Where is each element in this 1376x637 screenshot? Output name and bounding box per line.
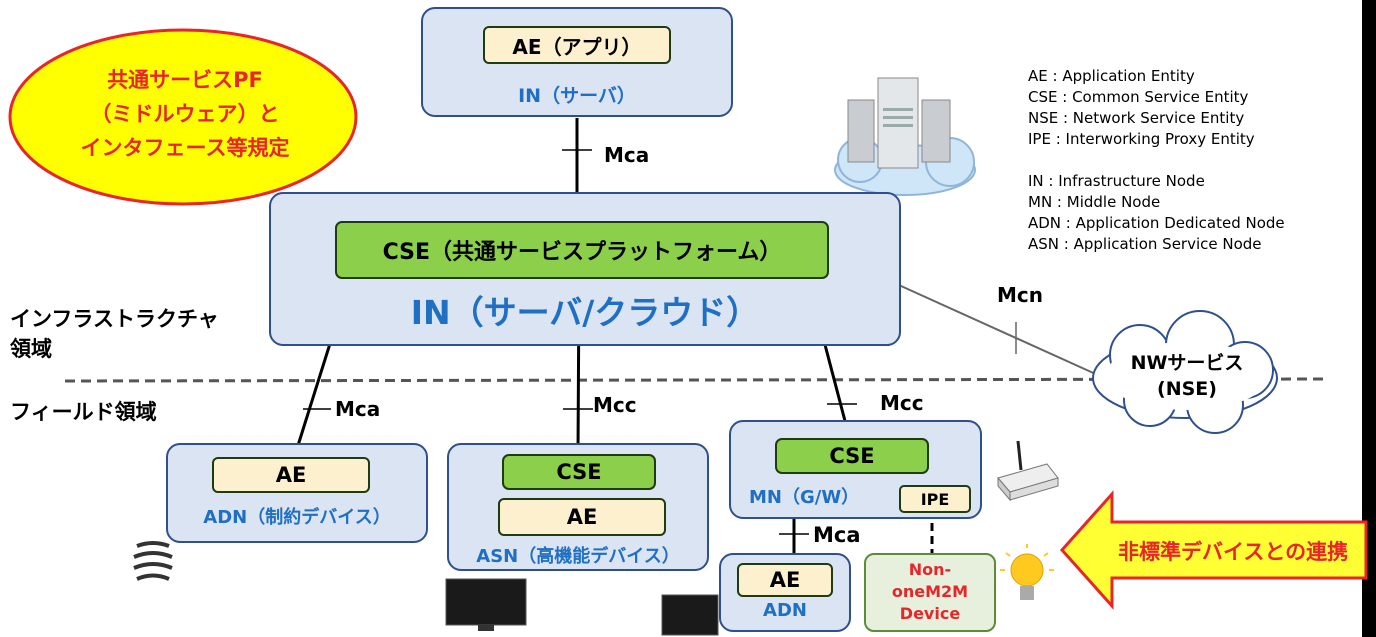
mca-top-label: Mca — [604, 143, 650, 167]
mn-node-label: MN（G/W） — [749, 487, 860, 508]
asn-node-label: ASN（高機能デバイス） — [476, 546, 680, 567]
non-onem2m-line-1: Non- — [908, 560, 952, 579]
callout-text: 共通サービスPF （ミドルウェア）と インタフェース等規定 — [40, 63, 330, 165]
server-right — [921, 99, 951, 163]
callout-line-3: インタフェース等規定 — [80, 136, 290, 160]
legend-ipe: IPE : Interworking Proxy Entity — [1028, 130, 1255, 148]
adn-node: AE ADN（制約デバイス） — [166, 443, 428, 543]
mca-mn-label: Mca — [813, 523, 861, 547]
sensor-icon — [133, 541, 173, 581]
infra-domain-label: インフラストラクチャ 領域 — [10, 304, 219, 364]
legend-in: IN : Infrastructure Node — [1028, 172, 1205, 190]
adn-small-ae-box: AE — [737, 563, 833, 597]
server-left — [847, 99, 875, 163]
server-cloud-icon — [834, 77, 976, 196]
asn-ae-box: AE — [498, 498, 666, 536]
legend-adn: ADN : Application Dedicated Node — [1028, 214, 1285, 232]
callout-ellipse — [8, 28, 358, 206]
in-server-label: IN（サーバ） — [518, 85, 636, 107]
nw-service-line-2: (NSE) — [1157, 378, 1217, 400]
nw-service-label: NWサービス (NSE) — [1112, 350, 1262, 402]
legend-nodes: IN : Infrastructure Node MN : Middle Nod… — [1028, 171, 1285, 255]
non-onem2m-line-3: Device — [899, 604, 961, 623]
asn-node: CSE AE ASN（高機能デバイス） — [447, 443, 709, 571]
arrow-banner-label: 非標準デバイスとの連携 — [1118, 540, 1349, 564]
mcc-asn-label: Mcc — [593, 393, 637, 417]
mca-adn-label: Mca — [335, 397, 381, 421]
non-onem2m-line-2: oneM2M — [891, 582, 969, 601]
legend-cse: CSE : Common Service Entity — [1028, 88, 1249, 106]
infra-domain-line-2: 領域 — [10, 337, 52, 361]
server-center — [877, 77, 919, 169]
light-bulb-icon — [1000, 544, 1054, 600]
infra-domain-line-1: インフラストラクチャ — [10, 307, 219, 331]
mn-node: CSE MN（G/W） IPE — [729, 420, 982, 519]
right-edge-bar — [1362, 0, 1376, 637]
adn-small-node-label: ADN — [763, 600, 807, 621]
legend-nse: NSE : Network Service Entity — [1028, 109, 1245, 127]
legend-asn: ASN : Application Service Node — [1028, 235, 1262, 253]
asn-cse-box: CSE — [502, 454, 656, 490]
legend-entities: AE : Application Entity CSE : Common Ser… — [1028, 66, 1255, 150]
in-top-node: AE（アプリ） IN（サーバ） — [421, 7, 733, 117]
adn-node-label: ADN（制約デバイス） — [203, 507, 391, 528]
nw-cloud-fill — [1105, 342, 1269, 410]
cse-main-box: CSE（共通サービスプラットフォーム） — [335, 221, 829, 279]
nw-service-line-1: NWサービス — [1130, 352, 1244, 374]
monitor-icon-adn — [661, 594, 719, 636]
ae-app-box: AE（アプリ） — [483, 26, 671, 64]
in-cloud-label: IN（サーバ/クラウド） — [410, 293, 760, 332]
in-main-node: CSE（共通サービスプラットフォーム） IN（サーバ/クラウド） — [269, 192, 901, 346]
field-domain-label: フィールド領域 — [10, 400, 157, 424]
non-onem2m-device: Non- oneM2M Device — [864, 553, 996, 632]
router-icon — [997, 440, 1059, 502]
arrow-banner-shape — [1059, 490, 1368, 610]
callout-line-1: 共通サービスPF — [107, 68, 263, 92]
legend-ae: AE : Application Entity — [1028, 67, 1195, 85]
callout-line-2: （ミドルウェア）と — [90, 102, 280, 126]
mcn-label: Mcn — [997, 283, 1043, 307]
mn-cse-box: CSE — [775, 438, 929, 474]
adn-ae-box: AE — [212, 457, 370, 493]
ipe-box: IPE — [899, 485, 971, 513]
adn-small-node: AE ADN — [719, 553, 851, 632]
monitor-icon-asn — [445, 578, 527, 631]
legend-mn: MN : Middle Node — [1028, 193, 1161, 211]
domain-separator — [64, 377, 1326, 383]
mcc-mn-label: Mcc — [880, 391, 924, 415]
